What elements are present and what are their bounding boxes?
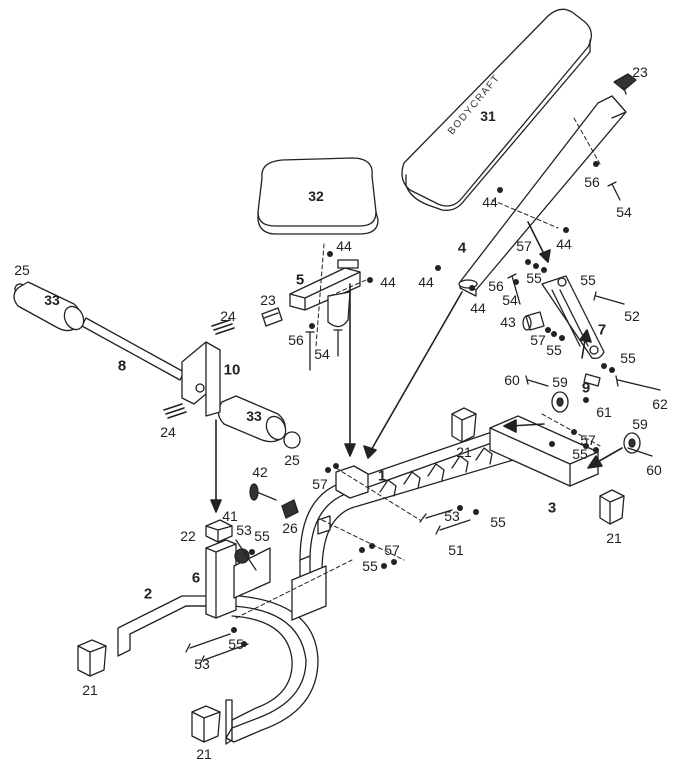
label-part-24-bottom: 24 [160,424,176,440]
label-part-44-d: 44 [470,300,486,316]
label-part-55-g: 55 [254,528,270,544]
label-part-55-i: 55 [228,636,244,652]
label-part-55-b: 55 [580,272,596,288]
label-part-56-top: 56 [584,174,600,190]
label-part-51: 51 [448,542,464,558]
label-part-44-c: 44 [418,274,434,290]
label-part-43: 43 [500,314,516,330]
label-part-55-f: 55 [490,514,506,530]
label-part-61: 61 [596,404,612,420]
end-cap-21-a [451,407,477,443]
label-part-10: 10 [223,361,241,379]
label-part-32: 32 [308,188,324,204]
rear-base [489,415,599,487]
label-part-9: 9 [581,379,591,397]
label-part-21-b: 21 [606,530,622,546]
label-part-53-right: 53 [444,508,460,524]
bushing-43 [522,311,545,331]
bolts [185,181,661,665]
end-cap-21-b [599,489,625,525]
label-part-8: 8 [117,357,127,375]
label-part-52: 52 [624,308,640,324]
end-cap-21-c [77,639,107,677]
seat-pad [257,157,379,235]
bolt-24-bottom [163,403,187,419]
label-part-54-top: 54 [616,204,632,220]
label-part-53-top: 53 [236,522,252,538]
knob-23-mid [261,307,283,327]
label-part-3: 3 [547,499,557,517]
label-part-25-right: 25 [284,452,300,468]
label-part-6: 6 [191,569,201,587]
back-frame-tube [458,95,627,297]
label-part-60-left: 60 [504,372,520,388]
label-part-21-d: 21 [196,746,212,762]
label-part-44-a: 44 [482,194,498,210]
label-part-23-top: 23 [632,64,648,80]
label-part-55-e: 55 [572,446,588,462]
label-part-57-e: 57 [384,542,400,558]
label-part-57-b: 57 [530,332,546,348]
seat-bracket [289,259,361,328]
pad-26 [281,499,299,519]
label-part-56-seat: 56 [288,332,304,348]
label-part-5: 5 [295,271,305,289]
label-part-31: 31 [480,108,496,124]
bolt-24-top [211,319,235,335]
label-part-4: 4 [457,239,467,257]
label-part-23-mid: 23 [260,292,276,308]
label-part-56-mid: 56 [488,278,504,294]
label-part-53-bottom: 53 [194,656,210,672]
label-part-60-right: 60 [646,462,662,478]
axle-9 [583,373,601,387]
label-part-59-right: 59 [632,416,648,432]
front-base [117,595,319,745]
fasteners [231,161,615,647]
label-part-59-left: 59 [552,374,568,390]
knob-23-top [613,73,637,95]
back-pad [401,8,592,211]
label-part-7: 7 [597,321,607,339]
label-part-1: 1 [377,467,387,485]
label-part-54-seat: 54 [314,346,330,362]
label-part-62: 62 [652,396,668,412]
label-part-55-d: 55 [620,350,636,366]
upright-post [205,539,271,619]
label-part-22: 22 [180,528,196,544]
guide-lines [235,117,601,619]
label-part-21-c: 21 [82,682,98,698]
label-part-25-left: 25 [14,262,30,278]
end-cap-21-d [191,705,221,743]
label-part-55-h: 55 [362,558,378,574]
label-part-21-a: 21 [456,444,472,460]
post-cap-22 [205,519,233,543]
label-part-44-b: 44 [556,236,572,252]
assembly-arrows [210,221,623,513]
label-part-2: 2 [143,585,153,603]
label-part-55-a: 55 [526,270,542,286]
label-part-55-c: 55 [546,342,562,358]
label-part-57-a: 57 [516,238,532,254]
label-part-24-top: 24 [220,308,236,324]
label-part-42: 42 [252,464,268,480]
leg-rod-assembly [13,281,301,449]
label-part-57-c: 57 [580,432,596,448]
label-part-54-mid: 54 [502,292,518,308]
label-part-33-right: 33 [246,408,262,424]
label-part-26: 26 [282,520,298,536]
pop-pin-42 [234,483,277,571]
label-part-57-d: 57 [312,476,328,492]
leg-bracket [181,341,221,417]
main-frame [291,431,521,621]
label-part-41: 41 [222,508,238,524]
label-part-44-e: 44 [336,238,352,254]
wheel-59-left [551,391,569,413]
label-part-33-left: 33 [44,292,60,308]
label-part-44-f: 44 [380,274,396,290]
